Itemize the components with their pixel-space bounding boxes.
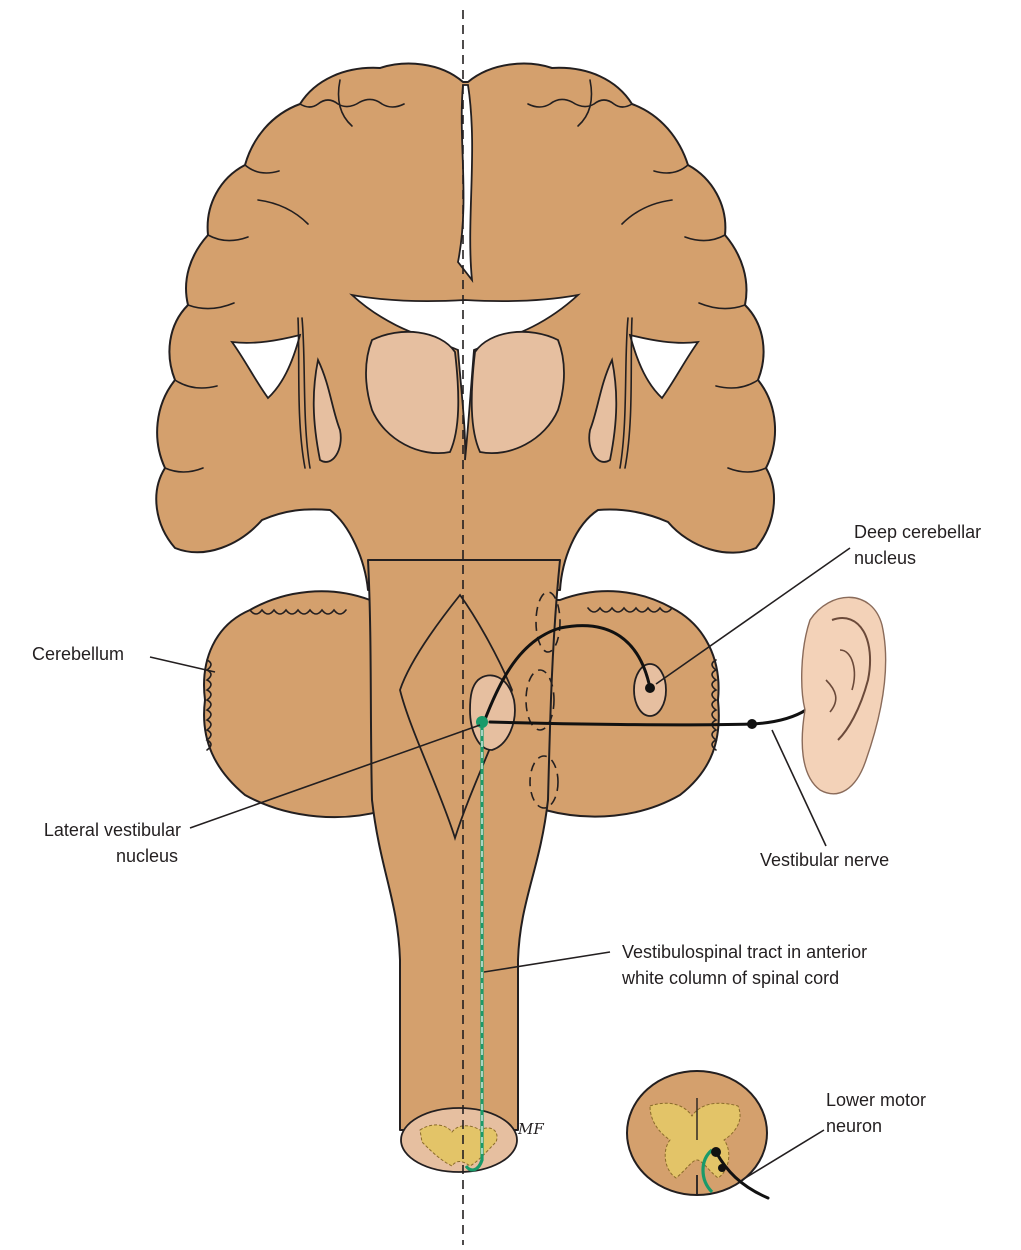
label-lateral-vestibular-nucleus: Lateral vestibular nucleus xyxy=(44,820,186,866)
label-cerebellum: Cerebellum xyxy=(32,644,124,664)
deep-cerebellar-cell-body xyxy=(645,683,655,693)
leader-vestibulospinal xyxy=(483,951,611,973)
spinal-cord-section xyxy=(626,1070,768,1196)
cord-tract-section xyxy=(701,1148,714,1194)
label-deep-cerebellar-nucleus: Deep cerebellar nucleus xyxy=(854,522,986,568)
fourth-ventricle xyxy=(399,593,513,842)
leader-cerebellum xyxy=(149,656,216,673)
thalamus-left xyxy=(365,330,460,454)
putamen-right xyxy=(588,357,618,463)
lower-motor-neuron-axon xyxy=(714,1150,770,1200)
lateral-sulcus-left xyxy=(230,333,302,400)
cerebellar-connection-fiber xyxy=(482,624,652,724)
putamen-left xyxy=(312,357,342,463)
lower-motor-neuron-cell-2 xyxy=(718,1164,726,1172)
cord-grey-matter-base xyxy=(419,1124,498,1167)
lower-motor-neuron-cell xyxy=(711,1147,721,1157)
nucleus-outline-upper xyxy=(535,591,561,653)
leader-deep-cerebellar xyxy=(655,547,851,685)
ear-illustration xyxy=(801,596,887,795)
lateral-sulcus-right xyxy=(628,333,700,400)
artist-signature: MF xyxy=(517,1120,544,1138)
leader-lateral-vestibular xyxy=(189,724,481,829)
thalamus-right xyxy=(470,330,565,454)
label-vestibulospinal-tract: Vestibulospinal tract in anterior white … xyxy=(621,942,872,988)
label-lower-motor-neuron: Lower motor neuron xyxy=(826,1090,931,1136)
vestibular-ganglion-dot xyxy=(747,719,757,729)
nucleus-outline-lower xyxy=(529,755,559,809)
label-vestibular-nerve: Vestibular nerve xyxy=(760,850,889,870)
longitudinal-fissure xyxy=(457,84,474,284)
nucleus-outline-middle xyxy=(525,669,555,731)
leader-vestibular-nerve xyxy=(771,729,827,847)
lateral-ventricles xyxy=(349,293,581,461)
leader-lower-motor-neuron xyxy=(741,1129,825,1181)
vestibulospinal-tract xyxy=(464,722,484,1172)
